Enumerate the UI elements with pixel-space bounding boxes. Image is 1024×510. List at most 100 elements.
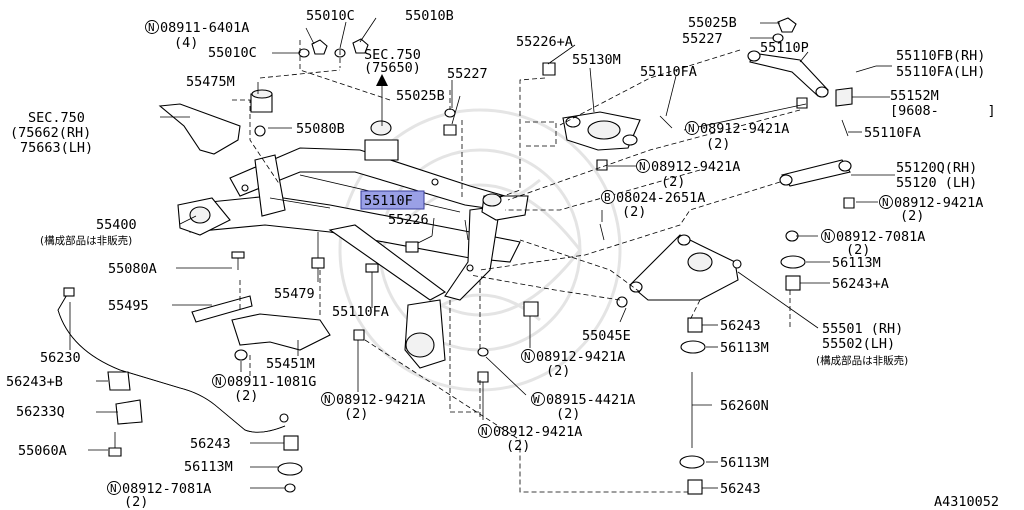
arm-55130M [562,111,641,151]
callout-56260N[interactable]: 56260N [720,398,769,414]
callout-55475M[interactable]: 55475M [186,74,235,90]
diagram-id: A4310052 [934,494,999,510]
prefix: N [324,393,331,406]
callout-56113M[interactable]: 56113M [184,459,233,475]
callout-08912-7081A[interactable]: N 08912-7081A (2) [821,229,926,258]
section-ref: SEC.750 [28,110,85,126]
callout-55227[interactable]: 55227 [447,66,488,82]
part-number: 08912-9421A [336,392,425,408]
quantity: (2) [706,136,730,152]
prefix: N [148,21,155,34]
prefix: B [604,191,611,204]
callout-08911-1081G[interactable]: N 08911-1081G (2) [212,374,317,404]
bolt-55080A [231,251,245,270]
prefix: N [824,230,831,243]
not-sold-separately-note: (構成部品は非販売) [40,234,132,247]
callout-sec750-top[interactable]: SEC.750 (75650) [364,47,421,76]
part-number-rh: 55120Q(RH) [896,160,977,176]
part-number: 08912-7081A [122,481,211,497]
callout-56243+A[interactable]: 56243+A [832,276,889,292]
callout-55479[interactable]: 55479 [274,286,315,302]
callout-56233Q[interactable]: 56233Q [16,404,65,420]
callout-55110F-highlighted[interactable]: 55110F [360,190,425,210]
callout-08912-9421A[interactable]: N 08912-9421A (2) [879,195,984,224]
callout-55110FA[interactable]: 55110FA [864,125,921,141]
prefix: N [110,482,117,495]
quantity: (2) [506,438,530,454]
callout-08024-2651A[interactable]: B 08024-2651A (2) [601,190,706,220]
callout-55227[interactable]: 55227 [682,31,723,47]
callout-56113M[interactable]: 56113M [720,340,769,356]
part-number: 55110F [364,193,413,209]
part-number: 08912-9421A [651,159,740,175]
bracket-55495 [191,295,253,323]
callout-55010C[interactable]: 55010C [208,45,257,61]
callout-08912-7081A[interactable]: N 08912-7081A (2) [107,481,212,510]
callout-56113M[interactable]: 56113M [720,455,769,471]
callout-56113M[interactable]: 56113M [832,255,881,271]
callout-55080A[interactable]: 55080A [108,261,157,277]
prefix: N [688,122,695,135]
section-ref-code: (75650) [364,60,421,76]
callout-55110FA[interactable]: 55110FA [640,64,697,80]
part-number: 55400 [96,217,137,233]
part-number: 08911-6401A [160,20,249,36]
bushing-56243B [107,371,131,391]
part-number-lh: 55502(LH) [822,336,895,352]
callout-55130M[interactable]: 55130M [572,52,621,68]
callout-56243[interactable]: 56243 [190,436,231,452]
mount-55475M [250,89,273,137]
quantity: (2) [661,174,685,190]
sec750-arrow [376,74,388,126]
callout-55045E[interactable]: 55045E [582,328,631,344]
callout-08912-9421A[interactable]: N 08912-9421A (2) [521,349,626,379]
prefix: N [882,196,889,209]
callout-55010C[interactable]: 55010C [306,8,355,24]
bracket-55451M [231,313,331,351]
callout-55110FB[interactable]: 55110FB(RH) 55110FA(LH) [896,48,985,80]
quantity: (2) [124,494,148,510]
callout-55080B[interactable]: 55080B [296,121,345,137]
callout-55400[interactable]: 55400 (構成部品は非販売) [40,217,137,247]
part-number: 08024-2651A [616,190,705,206]
assembly-lines [232,40,801,493]
callout-08915-4421A[interactable]: W 08915-4421A (2) [531,392,636,422]
callout-08912-9421A[interactable]: N 08912-9421A (2) [685,121,790,152]
callout-55110FA[interactable]: 55110FA [332,304,389,320]
stabilizer-56230 [57,287,286,433]
bushing-55152M [835,87,853,107]
date-range: [9608- ] [890,103,996,119]
prefix: N [215,375,222,388]
callout-56230[interactable]: 56230 [40,350,81,366]
callout-55226+A[interactable]: 55226+A [516,34,573,50]
callout-08912-9421A[interactable]: N 08912-9421A (2) [478,424,583,454]
clamp-56233Q [115,399,143,425]
callout-08912-9421A[interactable]: N 08912-9421A (2) [636,159,741,190]
part-number: 08912-9421A [536,349,625,365]
callout-56243[interactable]: 56243 [720,318,761,334]
quantity: (4) [174,35,198,51]
bolt-55110FA-c [365,263,379,300]
part-number-rh: 55110FB(RH) [896,48,985,64]
callout-56243[interactable]: 56243 [720,481,761,497]
callout-55152M[interactable]: 55152M [9608- ] [890,88,996,119]
callout-55010B[interactable]: 55010B [405,8,454,24]
callout-55060A[interactable]: 55060A [18,443,67,459]
callout-sec750-left[interactable]: SEC.750 (75662(RH) 75663(LH) [10,110,93,156]
callout-08912-9421A[interactable]: N 08912-9421A (2) [321,392,426,422]
callout-55025B[interactable]: 55025B [396,88,445,104]
callout-55226[interactable]: 55226 [388,212,429,228]
callout-55025B[interactable]: 55025B [688,15,737,31]
callout-08911-6401A[interactable]: N 08911-6401A (4) [145,20,250,51]
callout-55120Q[interactable]: 55120Q(RH) 55120 (LH) [896,160,977,191]
quantity: (2) [846,242,870,258]
callout-55451M[interactable]: 55451M [266,356,315,372]
quantity: (2) [344,406,368,422]
callout-55495[interactable]: 55495 [108,298,149,314]
prefix: W [533,393,540,406]
callout-56243+B[interactable]: 56243+B [6,374,63,390]
callout-55110P[interactable]: 55110P [760,40,809,56]
part-number: 08912-9421A [493,424,582,440]
callout-55501[interactable]: 55501 (RH) 55502(LH) (構成部品は非販売) [816,321,908,367]
